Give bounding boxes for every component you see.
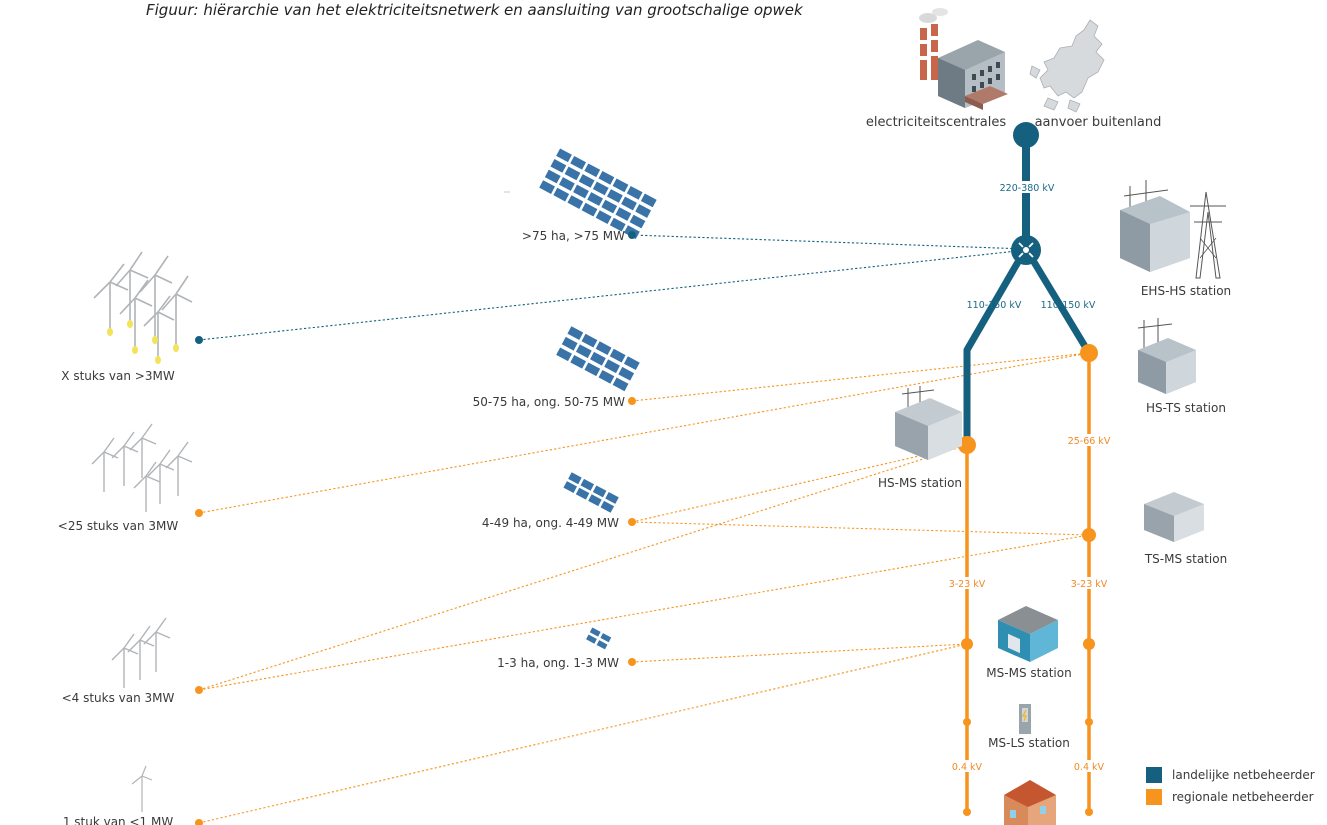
legend: landelijke netbeheerder regionale netbeh… bbox=[1146, 764, 1315, 808]
solar-50-75-node bbox=[628, 397, 636, 405]
solar-farm-medium-icon bbox=[555, 325, 641, 393]
connection-wind-25 bbox=[198, 352, 1090, 514]
voltage-ehs: 220-380 kV bbox=[1000, 183, 1055, 194]
wind-farm-large-icon bbox=[93, 251, 193, 364]
solar-4-49-node bbox=[628, 518, 636, 526]
solar-farm-large-icon bbox=[538, 147, 658, 240]
legend-label-national: landelijke netbeheerder bbox=[1172, 768, 1315, 782]
voltage-ls-right: 0.4 kV bbox=[1074, 762, 1105, 773]
europe-map-icon bbox=[1029, 19, 1105, 113]
label-ms-ls-station: MS-LS station bbox=[988, 736, 1070, 750]
legend-item-regional: regionale netbeheerder bbox=[1146, 786, 1315, 808]
voltage-hs-right: 110-150 kV bbox=[1041, 300, 1096, 311]
ts-ms-station-icon bbox=[1144, 492, 1204, 542]
label-hs-ms-station: HS-MS station bbox=[878, 476, 962, 490]
node-ms-ms-left bbox=[961, 638, 973, 650]
ehs-top-node bbox=[1013, 122, 1039, 148]
power-plant-icon bbox=[919, 8, 1008, 110]
wind-1-node bbox=[195, 819, 203, 825]
figure-caption: Figuur: hiërarchie van het elektriciteit… bbox=[146, 1, 803, 19]
ms-ls-station-icon bbox=[1019, 704, 1031, 734]
node-hs-ms bbox=[958, 436, 976, 454]
connection-solar-75 bbox=[631, 234, 1027, 250]
solar-farm-tiny-icon bbox=[585, 626, 613, 651]
wind-4-node bbox=[195, 686, 203, 694]
node-hs-ts bbox=[1080, 344, 1098, 362]
solar-farm-small-icon bbox=[562, 471, 620, 514]
solar-75-node bbox=[628, 231, 636, 239]
label-wind-25: <25 stuks van 3MW bbox=[58, 519, 179, 533]
node-ms-ls-right bbox=[1085, 718, 1093, 726]
hs-ms-station-icon bbox=[895, 386, 962, 460]
label-ts-ms-station: TS-MS station bbox=[1144, 552, 1227, 566]
hs-ts-station-icon bbox=[1137, 318, 1196, 394]
national-grid bbox=[963, 122, 1092, 445]
voltage-ts: 25-66 kV bbox=[1068, 436, 1111, 447]
legend-label-regional: regionale netbeheerder bbox=[1172, 790, 1314, 804]
connection-solar-4-49-b bbox=[631, 521, 1090, 536]
connection-solar-1-3 bbox=[631, 643, 968, 663]
label-solar-1-3: 1-3 ha, ong. 1-3 MW bbox=[497, 656, 619, 670]
voltage-labels: 220-380 kV 110-150 kV 110-150 kV 25-66 k… bbox=[945, 181, 1114, 773]
node-ms-ms-right bbox=[1083, 638, 1095, 650]
label-ehs-hs-station: EHS-HS station bbox=[1141, 284, 1231, 298]
wind-farm-medium-icon bbox=[91, 423, 193, 512]
house-icon bbox=[1004, 780, 1056, 825]
node-ls-right bbox=[1085, 808, 1093, 816]
legend-swatch-regional bbox=[1146, 789, 1162, 805]
label-hs-ts-station: HS-TS station bbox=[1146, 401, 1226, 415]
hs-branch-left bbox=[963, 260, 1022, 445]
label-wind-4: <4 stuks van 3MW bbox=[62, 691, 175, 705]
node-ms-ls-left bbox=[963, 718, 971, 726]
connection-wind-1 bbox=[198, 643, 968, 824]
legend-item-national: landelijke netbeheerder bbox=[1146, 764, 1315, 786]
ms-ms-station-icon bbox=[998, 606, 1058, 662]
label-import: aanvoer buitenland bbox=[1035, 115, 1162, 130]
connection-lines bbox=[198, 234, 1090, 824]
label-solar-4-49: 4-49 ha, ong. 4-49 MW bbox=[482, 516, 619, 530]
wind-25-node bbox=[195, 509, 203, 517]
voltage-ms-right: 3-23 kV bbox=[1071, 579, 1108, 590]
ehs-hs-station-icon bbox=[1120, 180, 1226, 279]
node-ls-left bbox=[963, 808, 971, 816]
node-ts-ms bbox=[1082, 528, 1096, 542]
connection-solar-4-49-a bbox=[631, 444, 968, 523]
solar-1-3-node bbox=[628, 658, 636, 666]
label-power-plants: electriciteitscentrales bbox=[866, 115, 1007, 130]
wind-3mw-plus-node bbox=[195, 336, 203, 344]
voltage-ls-left: 0.4 kV bbox=[952, 762, 983, 773]
label-ms-ms-station: MS-MS station bbox=[986, 666, 1071, 680]
connection-wind-3mw-plus bbox=[198, 249, 1027, 341]
label-solar-75: >75 ha, >75 MW bbox=[522, 229, 625, 243]
hs-branch-right bbox=[1031, 260, 1092, 355]
wind-farm-small-icon bbox=[111, 617, 171, 688]
label-wind-3mw-plus: X stuks van >3MW bbox=[61, 369, 175, 383]
voltage-ms-left: 3-23 kV bbox=[949, 579, 986, 590]
connection-solar-50-75 bbox=[631, 352, 1090, 402]
wind-turbine-single-icon bbox=[131, 765, 153, 812]
legend-swatch-national bbox=[1146, 767, 1162, 783]
voltage-hs-left: 110-150 kV bbox=[967, 300, 1022, 311]
label-wind-1: 1 stuk van <1 MW bbox=[63, 815, 174, 825]
connection-wind-4-b bbox=[198, 534, 1090, 691]
label-solar-50-75: 50-75 ha, ong. 50-75 MW bbox=[473, 395, 626, 409]
